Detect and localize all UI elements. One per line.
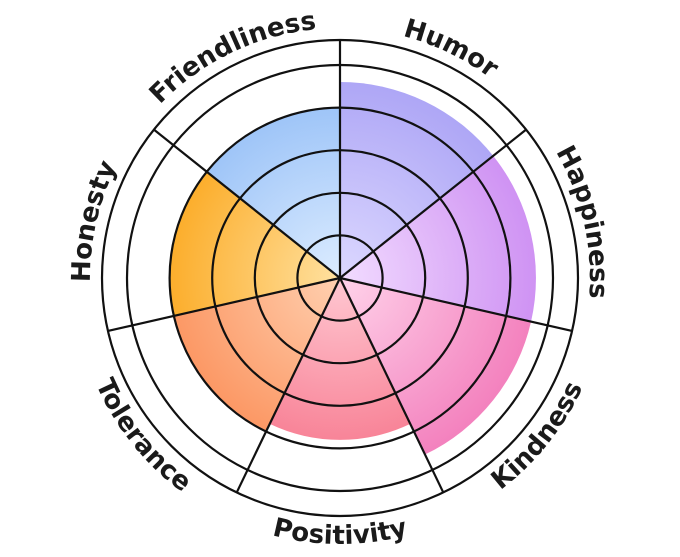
wedge-positivity — [269, 278, 411, 440]
label-tolerance: Tolerance — [89, 374, 196, 498]
grid-layer — [100, 38, 580, 518]
label-honesty: Honesty — [67, 156, 123, 282]
label-happiness: Happiness — [550, 141, 613, 300]
wedge-humor — [340, 82, 494, 278]
wedge-friendliness — [206, 107, 340, 278]
wedge-kindness — [340, 278, 532, 455]
label-kindness: Kindness — [486, 377, 589, 496]
wedge-happiness — [340, 155, 536, 322]
spoke-5 — [235, 277, 341, 493]
spoke-3 — [339, 276, 573, 333]
spoke-4 — [339, 277, 445, 493]
label-humor: Humor — [400, 14, 503, 84]
spoke-2 — [339, 128, 527, 279]
spoke-6 — [107, 276, 341, 333]
label-positivity: Positivity — [270, 513, 410, 551]
spoke-7 — [153, 128, 341, 279]
